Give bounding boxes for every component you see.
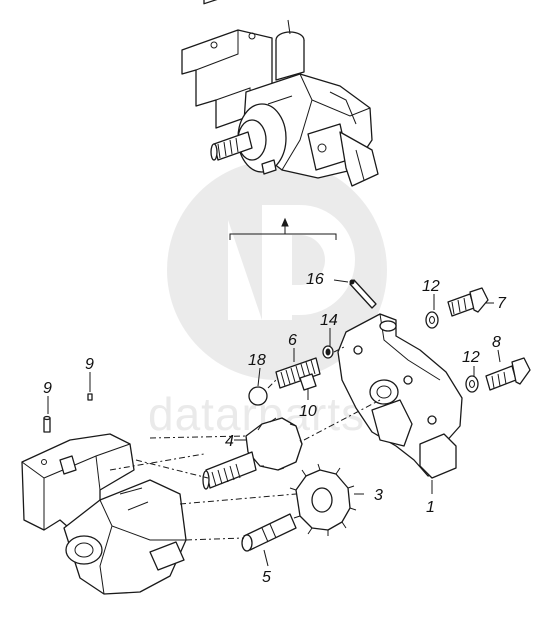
assembly-indicator-bracket: [229, 217, 337, 240]
seal-ring: [322, 345, 334, 359]
label-part-14: 14: [320, 312, 338, 329]
label-part-10: 10: [299, 403, 317, 420]
relief-valve-plunger: [299, 373, 317, 391]
label-part-6: 6: [288, 332, 297, 349]
leader-lines: [47, 279, 501, 567]
label-part-1: 1: [426, 499, 435, 516]
label-part-4: 4: [225, 433, 234, 450]
washer-upper: [425, 311, 439, 329]
label-part-9-left: 9: [43, 380, 52, 397]
label-part-16: 16: [306, 271, 324, 288]
label-part-12-lower: 12: [462, 349, 480, 366]
label-part-5: 5: [262, 569, 271, 586]
assembled-oil-pump-top: [181, 0, 379, 187]
bolt-lower: [485, 357, 531, 391]
washer-lower: [465, 375, 479, 393]
bolt-upper: [447, 287, 489, 317]
check-ball: [248, 386, 268, 406]
alignment-lines: [109, 345, 381, 541]
dowel-pin-right: [87, 393, 93, 401]
label-part-8: 8: [492, 334, 501, 351]
label-part-9-right: 9: [85, 356, 94, 373]
part-number-labels: 16 12 7 14 6 8 12 18 9 9 10 4 3 1 5: [43, 271, 507, 586]
idler-shaft: [241, 513, 297, 552]
label-part-3: 3: [374, 487, 383, 504]
dowel-pin-left: [43, 415, 51, 433]
pump-cover-plate: [337, 313, 463, 479]
label-part-7: 7: [497, 295, 507, 312]
label-part-12-upper: 12: [422, 278, 440, 295]
pump-body-housing: [21, 433, 187, 595]
label-part-18: 18: [248, 352, 266, 369]
relief-valve-spring: [275, 357, 321, 389]
driven-gear: [289, 463, 357, 536]
drive-gear-shaft: [202, 417, 303, 490]
split-pin: [349, 279, 377, 309]
